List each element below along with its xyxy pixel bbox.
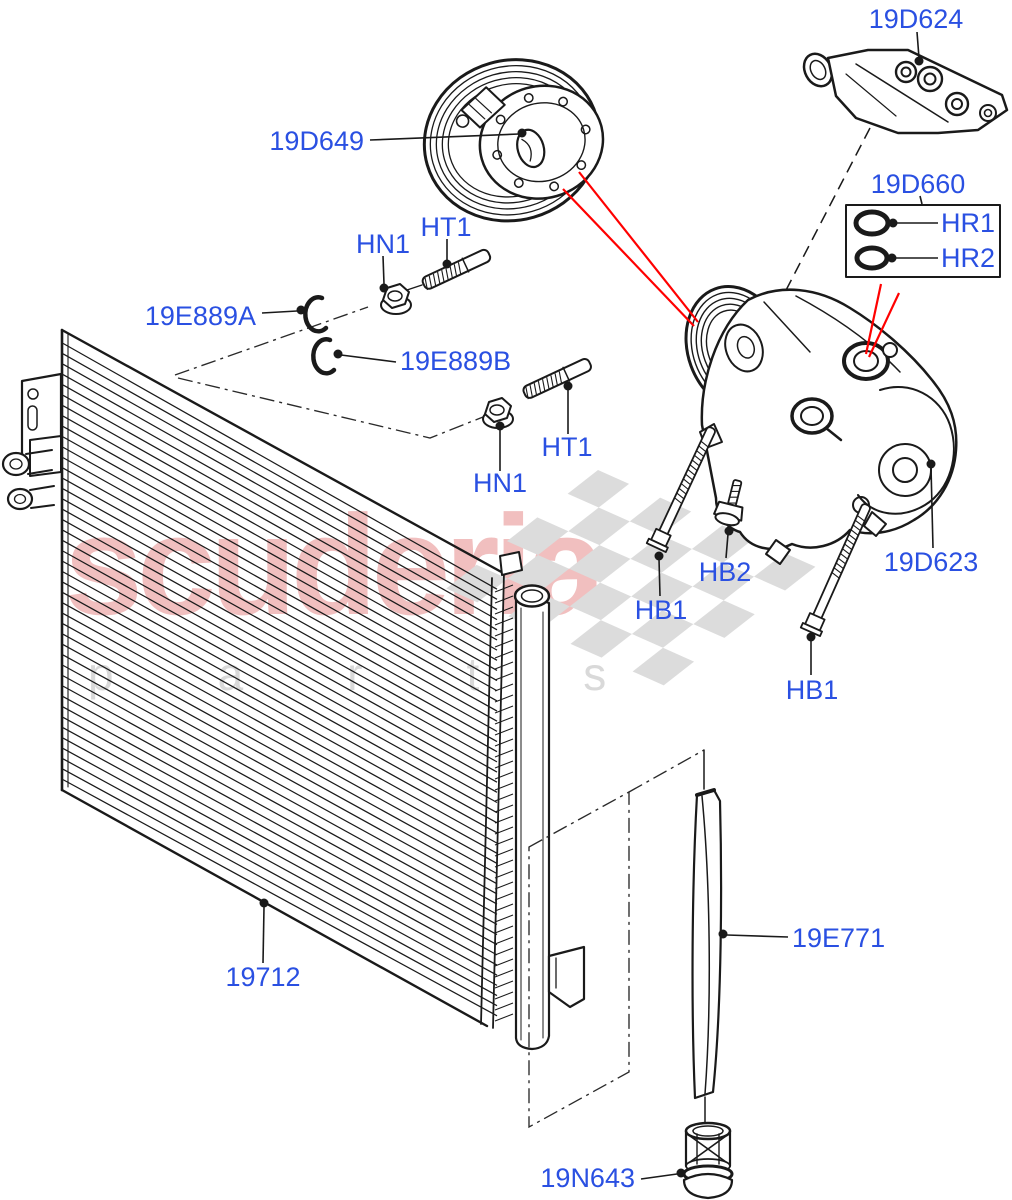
part-label-19D623[interactable]: 19D623	[884, 547, 979, 577]
condenser-tank	[513, 584, 586, 1051]
leader-line-19712	[262, 906, 265, 964]
leader-dot-HN1-b	[495, 421, 505, 431]
leader-line-19N643	[640, 1173, 678, 1180]
leader-dot-19D623	[926, 459, 936, 469]
part-label-19E771[interactable]: 19E771	[792, 923, 885, 953]
leader-dot-HT1-a	[442, 259, 452, 269]
part-label-19712[interactable]: 19712	[225, 962, 300, 992]
leader-line-19D660	[919, 195, 923, 205]
condenser-top-tab	[499, 551, 523, 576]
part-label-19N643[interactable]: 19N643	[540, 1163, 635, 1193]
leader-dot-19E771	[718, 929, 728, 939]
seal-install-zone	[528, 749, 706, 1129]
leader-dot-19E889B	[333, 349, 343, 359]
clutch-pulley-drawing	[422, 58, 605, 223]
compressor-suction-port	[842, 341, 890, 381]
leader-dot-19D624	[914, 56, 924, 66]
leader-line-HN1-a	[382, 255, 385, 285]
part-label-19E889A[interactable]: 19E889A	[145, 301, 256, 331]
leader-dot-HR2	[887, 253, 897, 263]
leader-line-19D623	[930, 466, 934, 549]
bolt-ht1-1	[421, 248, 492, 291]
part-label-HT1-b[interactable]: HT1	[541, 432, 592, 462]
leader-line-19E889B	[340, 354, 397, 363]
part-label-HT1-a[interactable]: HT1	[420, 212, 471, 242]
leader-line-HB2	[725, 533, 729, 559]
condenser-left-bracket	[1, 372, 63, 511]
leader-dot-HN1-a	[379, 283, 389, 293]
leader-dot-HR1	[888, 218, 898, 228]
leader-dot-19N643	[676, 1168, 686, 1178]
mount-bracket-drawing	[802, 48, 1009, 135]
leader-dot-HB2	[724, 526, 734, 536]
leader-dot-19D649	[517, 128, 527, 138]
oring-hr2	[854, 245, 890, 271]
leader-dot-HB1-b	[806, 632, 816, 642]
part-label-19D649[interactable]: 19D649	[269, 126, 364, 156]
condenser-pipe-port	[6, 487, 34, 511]
red-indicator-lines	[562, 171, 900, 358]
leader-dot-19E889A	[296, 305, 306, 315]
part-label-HR2[interactable]: HR2	[941, 243, 995, 273]
bolt-hb2	[713, 479, 744, 527]
oring-kit-box	[845, 204, 1001, 278]
leader-line-19E771	[726, 934, 789, 938]
leader-line-19D649	[369, 133, 520, 141]
bolt-hb1-right	[799, 503, 871, 637]
part-label-HB2[interactable]: HB2	[699, 557, 752, 587]
leader-line-19D624	[916, 31, 920, 59]
part-label-HB1-b[interactable]: HB1	[786, 675, 839, 705]
snap-ring-19e889a	[303, 295, 329, 334]
leader-line-HB1-a	[658, 558, 661, 597]
compressor-mount-ear	[765, 539, 791, 565]
bracket-to-compressor-line	[782, 127, 871, 297]
drier-cartridge-drawing	[682, 1121, 734, 1200]
clutch-coil-connector	[460, 86, 506, 129]
tank-mount-tab	[547, 945, 586, 1009]
leader-dot-19712	[259, 898, 269, 908]
part-label-HB1-a[interactable]: HB1	[635, 595, 688, 625]
compressor-mount-ear	[863, 511, 887, 537]
leader-dot-HT1-b	[563, 381, 573, 391]
bolt-ht1-2	[522, 357, 592, 400]
leader-line-19E889A	[261, 310, 298, 314]
oring-hr1	[853, 209, 891, 237]
part-label-HN1-b[interactable]: HN1	[473, 468, 527, 498]
part-label-19E889B[interactable]: 19E889B	[400, 346, 511, 376]
seal-strip-drawing	[691, 788, 723, 1100]
bolt-hb1-left	[645, 426, 716, 553]
compressor-discharge-port	[790, 397, 834, 435]
condenser-fins	[62, 342, 498, 1017]
pulley-bolt-holes	[492, 93, 591, 192]
condenser-drawing	[1, 328, 586, 1051]
snap-ring-19e889b	[311, 337, 337, 376]
part-label-HN1-a[interactable]: HN1	[356, 229, 410, 259]
compressor-drawing	[684, 285, 958, 565]
condenser-pipe-port	[1, 451, 31, 477]
part-label-HR1[interactable]: HR1	[941, 208, 995, 238]
condenser-fin-edge	[494, 584, 514, 1022]
part-label-19D660[interactable]: 19D660	[871, 169, 966, 199]
leader-dot-HB1-a	[654, 551, 664, 561]
part-label-19D624[interactable]: 19D624	[869, 4, 964, 34]
